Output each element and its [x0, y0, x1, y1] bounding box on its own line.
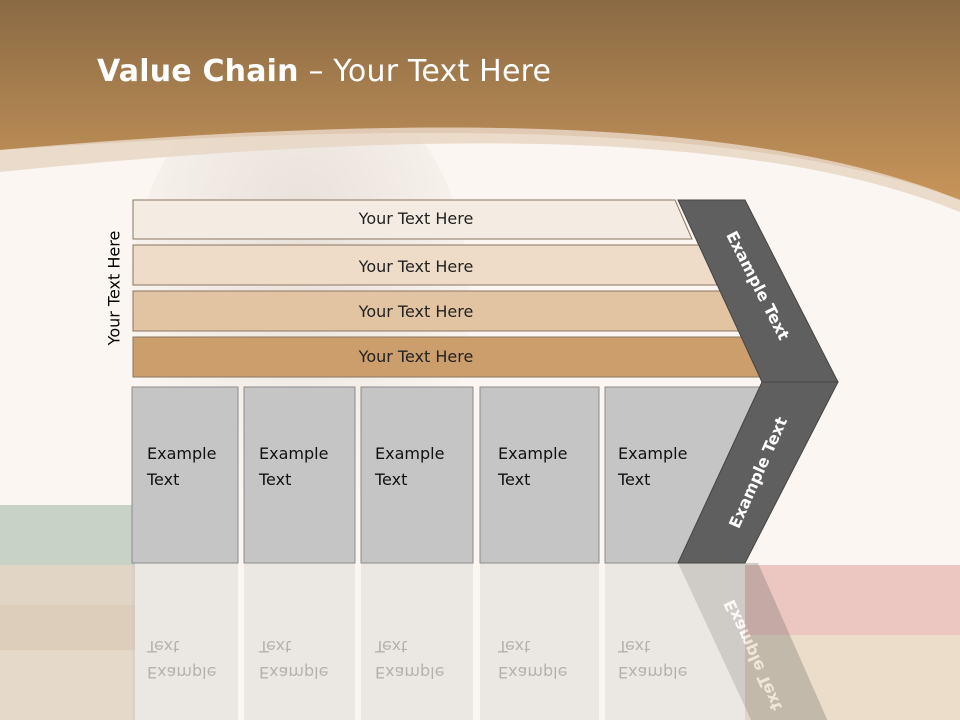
bar-1 [132, 199, 693, 240]
box-3-line1: Example [375, 444, 444, 463]
box-1-line1: Example [147, 444, 216, 463]
bar-4-label: Your Text Here [358, 347, 474, 366]
box-2-line1: Example [259, 444, 328, 463]
svg-text:Example: Example [375, 663, 444, 682]
boxes-group: Example Text Example Text Example Text E… [131, 386, 761, 564]
svg-text:Example: Example [147, 663, 216, 682]
side-label: Your Text Here [104, 230, 124, 346]
box-3-line2: Text [374, 470, 407, 489]
header-band [0, 0, 960, 200]
svg-text:Example: Example [618, 663, 687, 682]
box-4-line2: Text [497, 470, 530, 489]
box-4-line1: Example [498, 444, 567, 463]
box-4 [479, 386, 600, 564]
bar-3-label: Your Text Here [358, 302, 474, 321]
reflection-group: Example Text Example Text Example Text E… [132, 563, 828, 720]
arrow-lower [677, 381, 839, 564]
header-swoosh [0, 127, 960, 212]
svg-text:Text: Text [258, 637, 291, 656]
svg-text:Text: Text [374, 637, 407, 656]
box-5-line2: Text [617, 470, 650, 489]
svg-text:Text: Text [617, 637, 650, 656]
svg-text:Example: Example [498, 663, 567, 682]
slide-title-bold: Value Chain [97, 54, 299, 89]
svg-text:Text: Text [497, 637, 530, 656]
box-2-line2: Text [258, 470, 291, 489]
slide-title-rest: – Your Text Here [298, 54, 552, 89]
svg-text:Example: Example [259, 663, 328, 682]
box-1 [131, 386, 239, 564]
box-2 [243, 386, 356, 564]
box-5-line1: Example [618, 444, 687, 463]
bar-2-label: Your Text Here [358, 257, 474, 276]
bars-group: Your Text Here Your Text Here Your Text … [132, 199, 764, 378]
svg-text:Text: Text [146, 637, 179, 656]
bar-1-label: Your Text Here [358, 209, 474, 228]
box-1-line2: Text [146, 470, 179, 489]
box-3 [360, 386, 474, 564]
slide-title: Value Chain – Your Text Here [97, 54, 551, 89]
